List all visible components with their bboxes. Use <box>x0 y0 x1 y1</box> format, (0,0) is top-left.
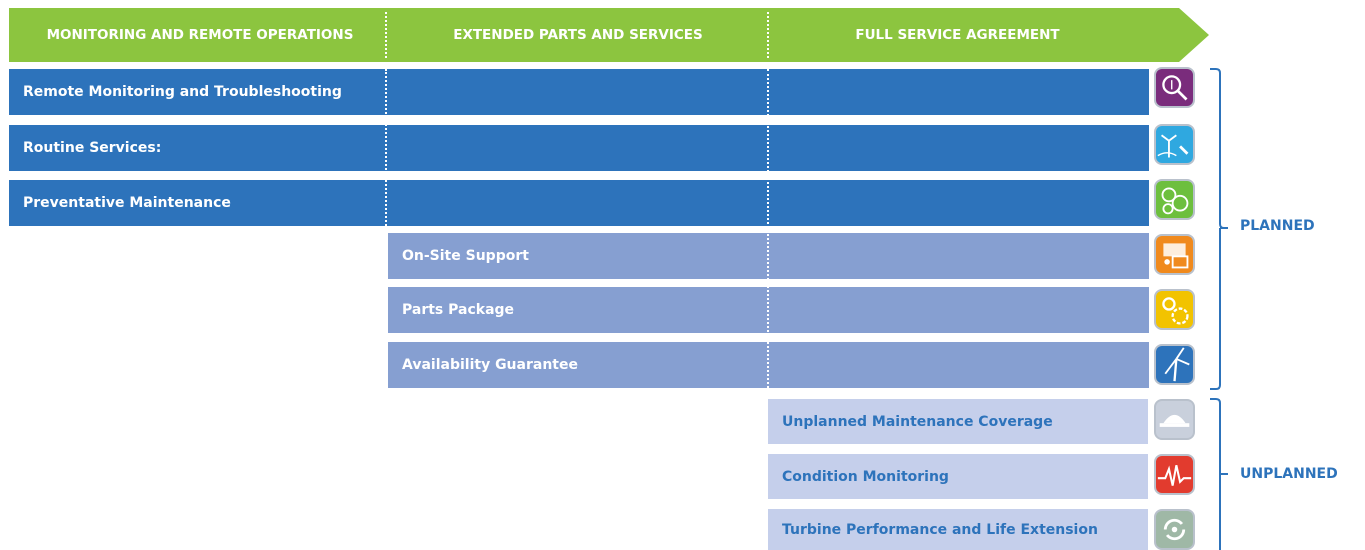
column-header-monitoring: MONITORING AND REMOTE OPERATIONS <box>46 27 354 43</box>
wind-turbine-icon <box>1154 344 1195 385</box>
pulse-turbine-icon <box>1154 454 1195 495</box>
service-row-label: Turbine Performance and Life Extension <box>782 521 1098 538</box>
column-divider <box>767 12 769 58</box>
column-divider <box>767 69 769 388</box>
service-row-label: Parts Package <box>402 302 515 318</box>
planned-label: PLANNED <box>1240 218 1315 234</box>
service-row: Remote Monitoring and Troubleshooting <box>9 69 1149 115</box>
header-arrow <box>9 8 1209 62</box>
service-row-label: Availability Guarantee <box>402 357 578 373</box>
service-row: Condition Monitoring <box>768 454 1148 499</box>
column-header-extended: EXTENDED PARTS AND SERVICES <box>453 27 703 43</box>
column-divider <box>385 12 387 58</box>
planned-brace <box>1208 68 1228 390</box>
sun-gear-icon <box>1154 289 1195 330</box>
magnifier-turbine-icon <box>1154 67 1195 108</box>
column-divider <box>385 69 387 226</box>
hardhat-icon <box>1154 399 1195 440</box>
unplanned-label: UNPLANNED <box>1240 466 1338 482</box>
turbine-wrench-icon <box>1154 124 1195 165</box>
cycle-arrows-icon <box>1154 509 1195 550</box>
unplanned-brace <box>1208 398 1228 550</box>
truck-support-icon <box>1154 234 1195 275</box>
service-row-label: On-Site Support <box>402 248 529 264</box>
service-row: Routine Services: <box>9 125 1149 171</box>
service-row-label: Preventative Maintenance <box>23 195 231 211</box>
service-row-label: Unplanned Maintenance Coverage <box>782 413 1053 430</box>
service-row: Turbine Performance and Life Extension <box>768 509 1148 550</box>
gears-turbine-icon <box>1154 179 1195 220</box>
service-row-label: Condition Monitoring <box>782 468 949 485</box>
service-row: Unplanned Maintenance Coverage <box>768 399 1148 444</box>
service-row-label: Routine Services: <box>23 140 162 156</box>
service-row: Preventative Maintenance <box>9 180 1149 226</box>
column-header-full-service: FULL SERVICE AGREEMENT <box>855 27 1060 43</box>
service-row-label: Remote Monitoring and Troubleshooting <box>23 84 342 100</box>
